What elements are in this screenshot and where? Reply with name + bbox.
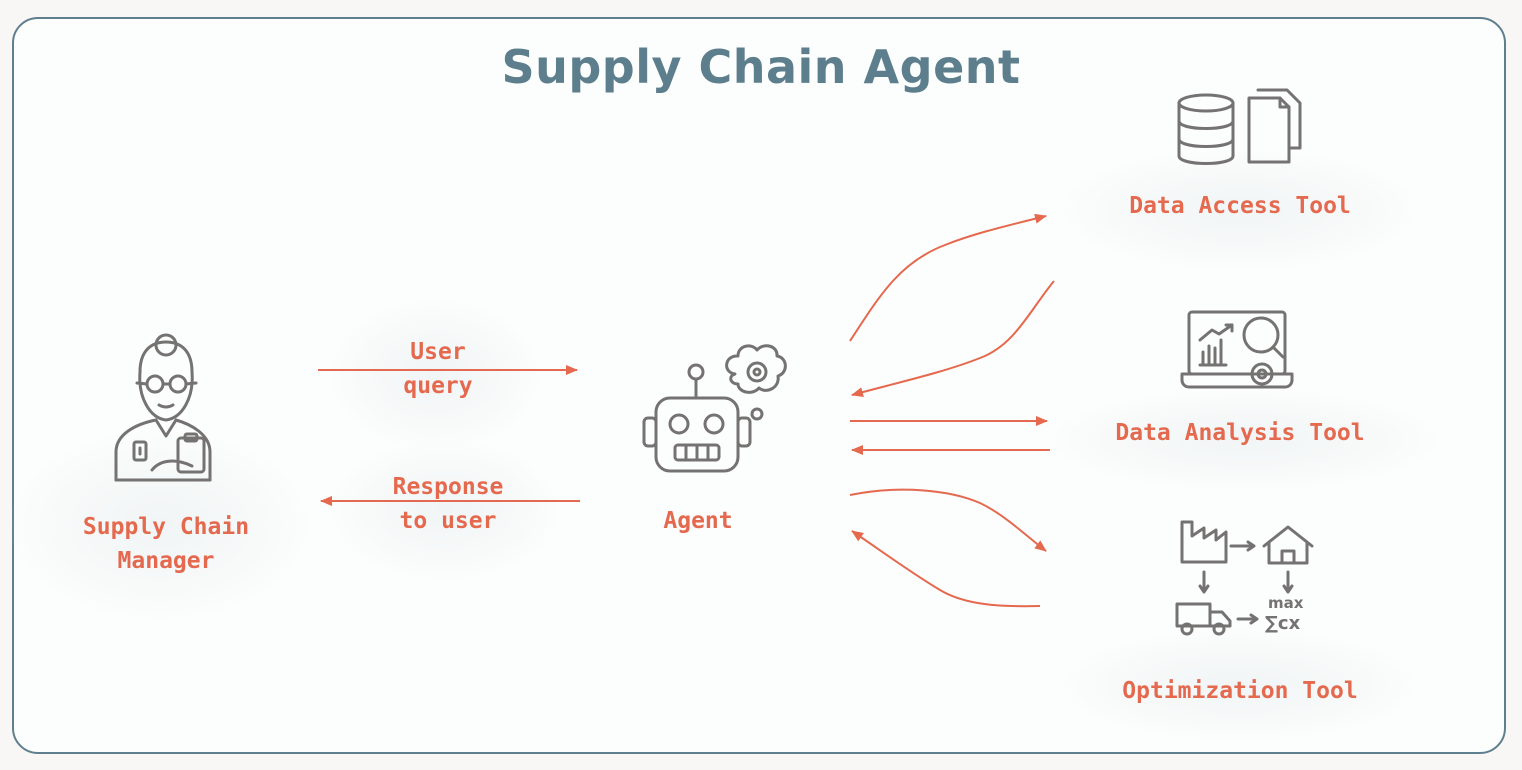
formula-max: max (1268, 594, 1304, 612)
data-access-label: Data Access Tool (1129, 193, 1351, 219)
optimization-label: Optimization Tool (1122, 678, 1358, 704)
glow-optimization (1060, 630, 1420, 740)
formula-sum: ∑cx (1265, 613, 1301, 634)
arrow-from-data-access (851, 280, 1055, 397)
robot-icon (642, 344, 787, 473)
data-analysis-label: Data Analysis Tool (1115, 420, 1365, 446)
arrow-from-optimization (851, 530, 1041, 608)
user-query-line1: User (410, 339, 466, 365)
diagram-title: Supply Chain Agent (501, 40, 1021, 94)
glow-response (330, 440, 560, 580)
analytics-icon (1180, 310, 1294, 389)
manager-icon (114, 333, 212, 482)
manager-label-line1: Supply Chain (82, 514, 250, 540)
response-label: Response to user (368, 470, 528, 538)
optimization-icon (1175, 520, 1314, 636)
manager-label-line2: Manager (117, 548, 215, 574)
arrow-to-optimization (849, 488, 1047, 552)
user-query-line2: query (403, 373, 473, 399)
arrow-to-data-access (849, 213, 1047, 342)
glow-data-access (1060, 150, 1420, 270)
user-query-label: User query (368, 335, 508, 403)
response-line2: to user (399, 508, 497, 534)
database-icon (1177, 88, 1302, 165)
agent-label: Agent (663, 508, 733, 534)
response-line1: Response (392, 474, 504, 500)
glow-manager (10, 430, 310, 620)
glow-query (330, 300, 540, 450)
manager-label: Supply Chain Manager (40, 510, 292, 578)
glow-data-analysis (1050, 390, 1440, 490)
